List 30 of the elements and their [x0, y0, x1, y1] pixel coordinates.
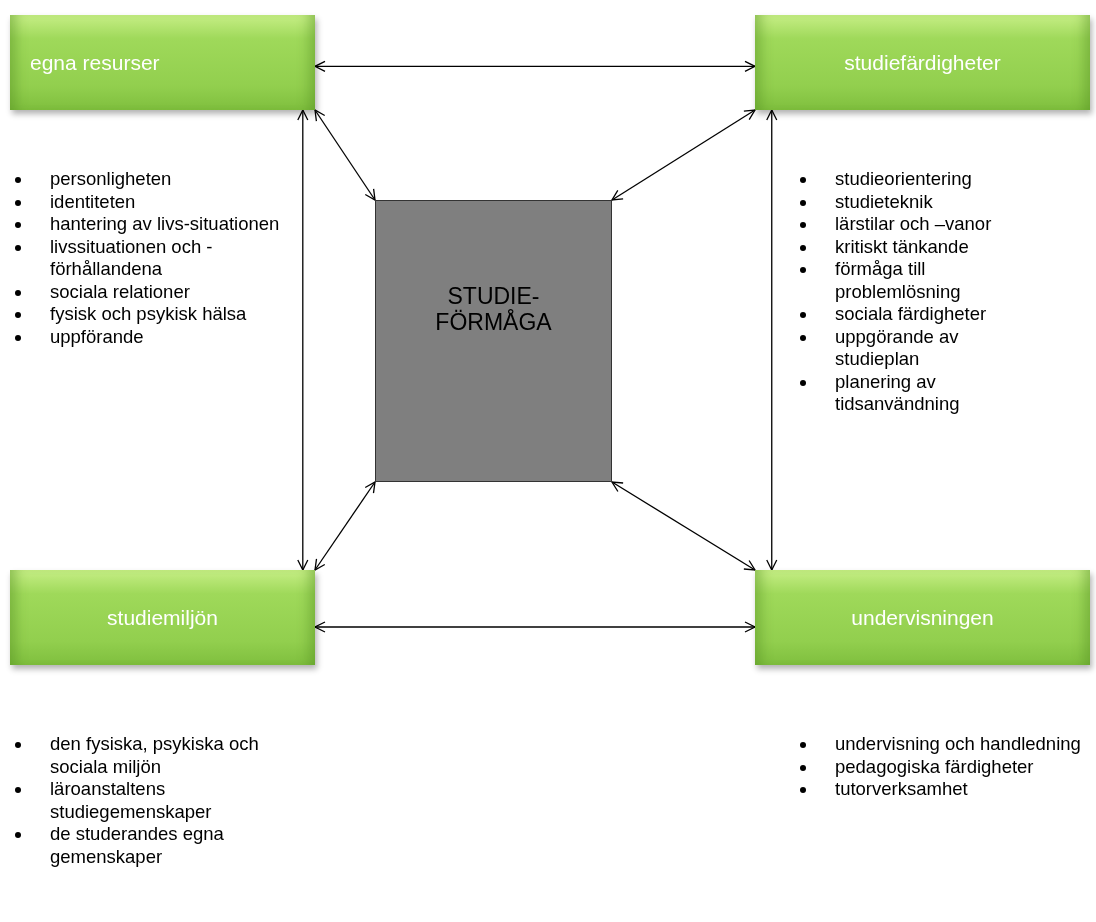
bullet-item: tutorverksamhet [835, 778, 968, 799]
beveled-box: undervisningen [755, 570, 1090, 665]
double-arrow [314, 109, 376, 201]
double-arrow [611, 481, 756, 571]
bullet-item: de studerandes egna gemenskaper [50, 823, 224, 867]
bullet-item: undervisning och handledning [835, 733, 1081, 754]
bullet-item: uppförande [50, 325, 144, 347]
bullet-item: sociala färdigheter [835, 303, 987, 324]
double-arrow [611, 109, 756, 201]
bullet-item: pedagogiska färdigheter [835, 755, 1034, 777]
bullet-item: planering av tidsanvändning [835, 370, 960, 414]
double-arrow [314, 621, 756, 633]
double-arrow [297, 109, 309, 571]
bullet-item: fysisk och psykisk hälsa [50, 303, 247, 324]
core-square [375, 200, 612, 482]
bullet-item: identiteten [50, 190, 136, 212]
double-arrow [314, 481, 376, 571]
double-arrow [314, 60, 756, 72]
beveled-box: studiemiljön [10, 570, 315, 665]
beveled-box: studiefärdigheter [755, 15, 1090, 110]
beveled-box: egna resurser [10, 15, 315, 110]
bullet-item: hantering av livs-situationen [50, 213, 280, 234]
bullet-item: kritiskt tänkande [835, 235, 969, 257]
bullet-item: studieteknik [835, 190, 933, 212]
bullet-item: lärstilar och –vanor [835, 213, 992, 234]
core-label: STUDIE-FÖRMÅGA [434, 283, 553, 337]
bullet-item: personligheten [50, 168, 172, 189]
bullet-item: studieorientering [835, 168, 972, 189]
double-arrow [766, 109, 778, 571]
bullet-item: sociala relationer [50, 280, 190, 302]
